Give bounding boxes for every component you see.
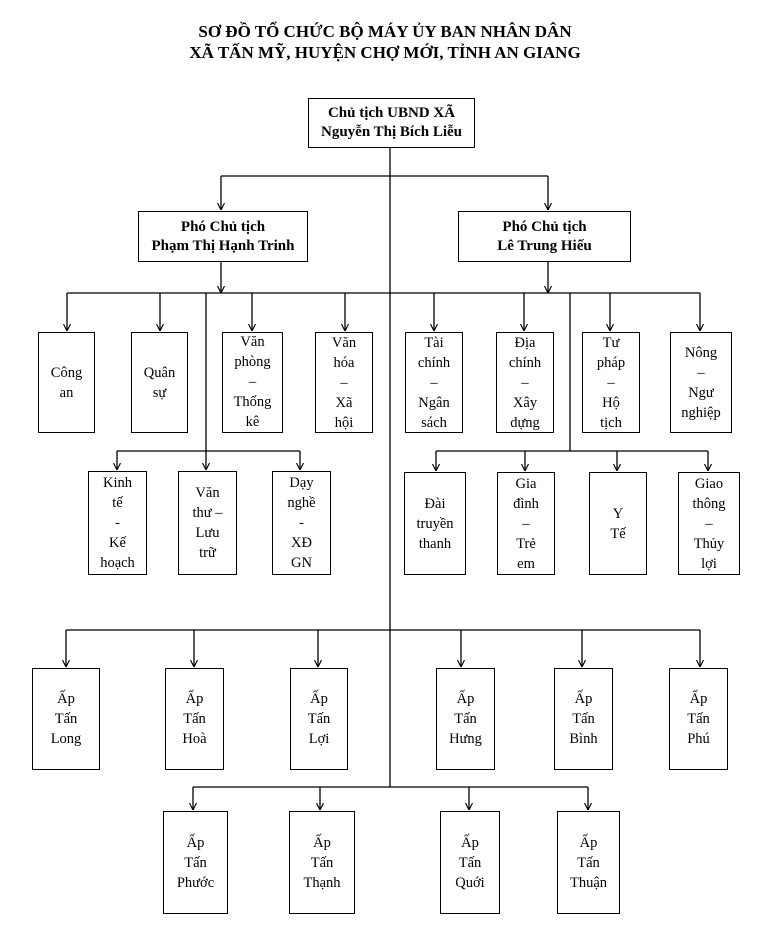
node-quan-su: Quân sự (131, 332, 188, 433)
node-vice-chairman-right: Phó Chủ tịch Lê Trung Hiếu (458, 211, 631, 262)
node-chairman: Chủ tịch UBND XÃ Nguyễn Thị Bích Liễu (308, 98, 475, 148)
node-nong-ngu-nghiep: Nông – Ngư nghiệp (670, 332, 732, 433)
chart-title-line-2: XÃ TẤN MỸ, HUYỆN CHỢ MỚI, TỈNH AN GIANG (189, 43, 581, 62)
node-kinh-te-ke-hoach: Kinh tế - Kế hoạch (88, 471, 147, 575)
node-giao-thong-thuy-loi: Giao thông – Thủy lợi (678, 472, 740, 575)
node-van-hoa-xa-hoi: Văn hóa – Xã hội (315, 332, 373, 433)
node-ap-tan-quoi: Ấp Tấn Quới (440, 811, 500, 914)
node-ap-tan-thanh: Ấp Tấn Thạnh (289, 811, 355, 914)
node-gia-dinh-tre-em: Gia đình – Trẻ em (497, 472, 555, 575)
node-y-te: Y Tế (589, 472, 647, 575)
node-dia-chinh-xay-dung: Địa chính – Xây dựng (496, 332, 554, 433)
node-tu-phap-ho-tich: Tư pháp – Hộ tịch (582, 332, 640, 433)
node-ap-tan-loi: Ấp Tấn Lợi (290, 668, 348, 770)
node-van-phong-thong-ke: Văn phòng – Thống kê (222, 332, 283, 433)
node-ap-tan-hoa: Ấp Tấn Hoà (165, 668, 224, 770)
node-cong-an: Công an (38, 332, 95, 433)
node-dai-truyen-thanh: Đài truyền thanh (404, 472, 466, 575)
node-ap-tan-phu: Ấp Tấn Phú (669, 668, 728, 770)
node-ap-tan-phuoc: Ấp Tấn Phước (163, 811, 228, 914)
node-ap-tan-hung: Ấp Tấn Hưng (436, 668, 495, 770)
node-tai-chinh-ngan-sach: Tài chính – Ngân sách (405, 332, 463, 433)
node-ap-tan-long: Ấp Tấn Long (32, 668, 100, 770)
node-ap-tan-binh: Ấp Tấn Bình (554, 668, 613, 770)
node-ap-tan-thuan: Ấp Tấn Thuận (557, 811, 620, 914)
node-day-nghe-xd-gn: Dạy nghề - XĐ GN (272, 471, 331, 575)
node-vice-chairman-left: Phó Chủ tịch Phạm Thị Hạnh Trinh (138, 211, 308, 262)
node-van-thu-luu-tru: Văn thư – Lưu trữ (178, 471, 237, 575)
chart-title-line-1: SƠ ĐỒ TỔ CHỨC BỘ MÁY ỦY BAN NHÂN DÂN (198, 22, 572, 41)
